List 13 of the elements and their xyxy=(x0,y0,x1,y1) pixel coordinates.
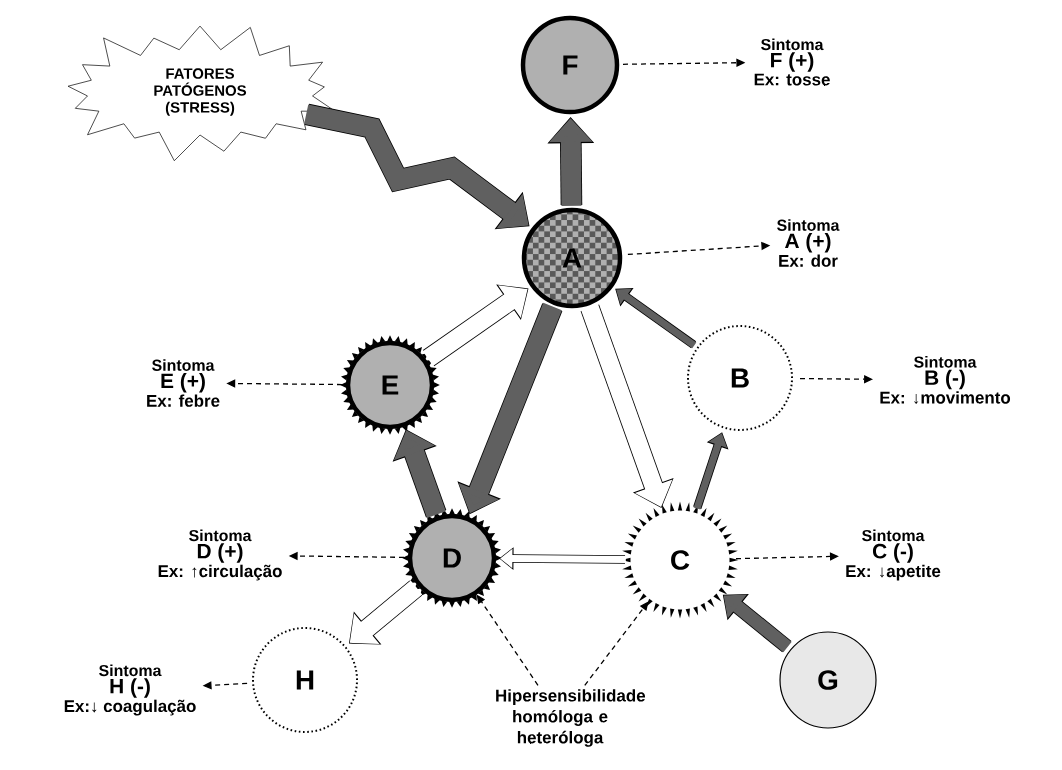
symptom-label: Sintoma C (-) Ex: ↓apetite xyxy=(846,529,941,581)
symptom-label: Sintoma H (-) Ex:↓ coagulação xyxy=(64,664,196,716)
symptom-label: Sintoma F (+) Ex: tosse xyxy=(754,38,830,86)
text-label: Hipersensibilidade homóloga e heteróloga xyxy=(496,689,646,747)
symptom-label: Sintoma B (-) Ex: ↓movimento xyxy=(880,356,1011,404)
symptom-label: Sintoma E (+) Ex: febre xyxy=(147,359,220,407)
symptom-label: Sintoma D (+) Ex: ↑circulação xyxy=(158,529,282,581)
symptom-label: Sintoma A (+) Ex: dor xyxy=(777,219,840,267)
circle-node: G xyxy=(779,631,877,729)
node-label: C xyxy=(671,550,690,570)
circle-node: F xyxy=(520,15,620,115)
starburst-callout: FATORES PATÓGENOS (STRESS) xyxy=(67,25,336,162)
circle-node: A xyxy=(521,207,623,309)
